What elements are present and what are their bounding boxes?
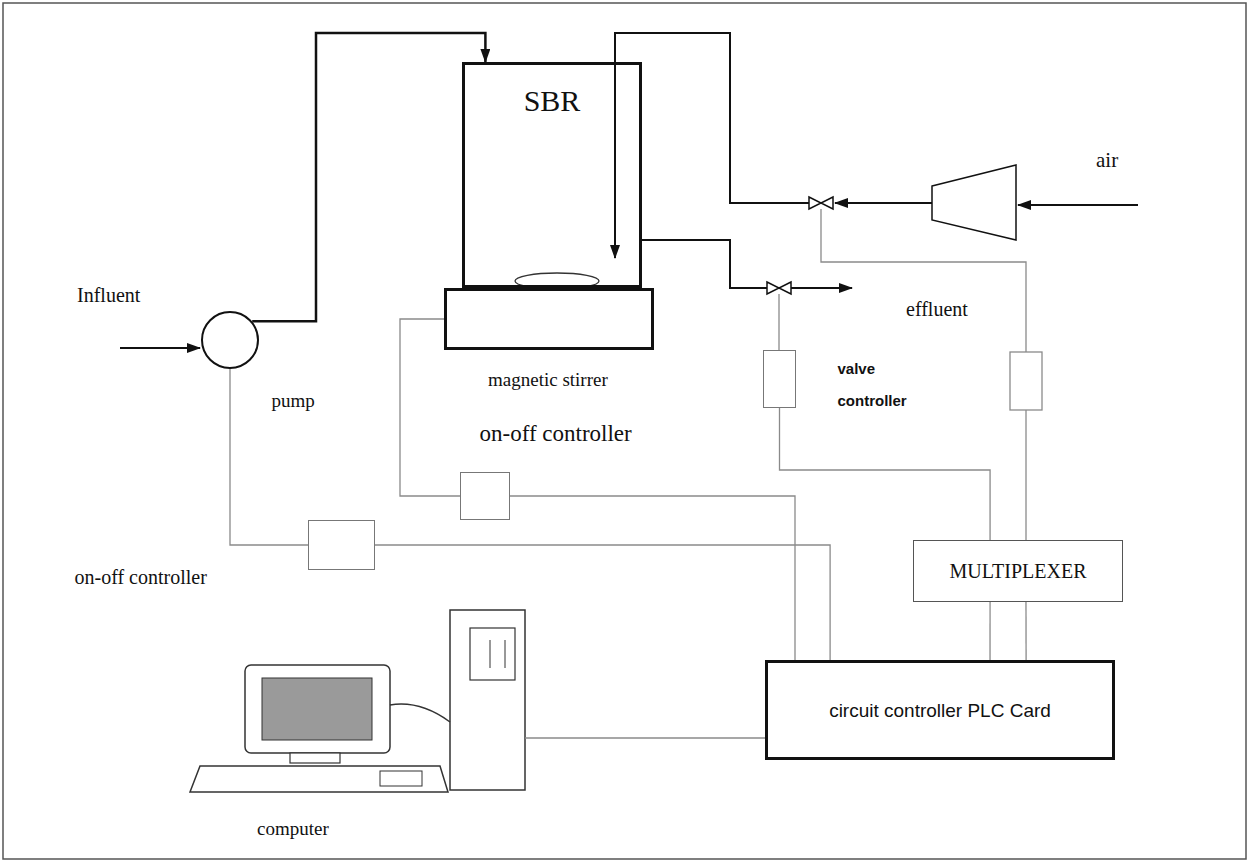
valve-controller-box bbox=[1010, 352, 1042, 410]
valve-symbol bbox=[767, 282, 791, 294]
screen bbox=[262, 678, 372, 740]
controller-box: on-off controller bbox=[308, 520, 375, 570]
device-label: computer bbox=[257, 818, 329, 840]
drive-slot bbox=[490, 640, 491, 668]
monitor-cable bbox=[390, 704, 450, 722]
signal-wire bbox=[780, 408, 991, 540]
air-inlet bbox=[1018, 204, 1138, 206]
pump-symbol: pump bbox=[201, 311, 259, 369]
drive-bay bbox=[470, 628, 515, 680]
signal-wire bbox=[821, 209, 1026, 352]
computer-tower bbox=[450, 610, 525, 790]
air-pipe bbox=[835, 202, 932, 204]
monitor bbox=[245, 665, 390, 753]
valve-controller-box: valve controller bbox=[763, 350, 796, 408]
node-label: SBR bbox=[465, 83, 639, 119]
stirrer-base: magnetic stirrer bbox=[444, 288, 654, 350]
multiplexer-box: MULTIPLEXER bbox=[913, 540, 1123, 602]
node-label: on-off controller bbox=[75, 565, 207, 589]
flow-label: effluent bbox=[906, 298, 968, 321]
air-pipe bbox=[615, 33, 809, 258]
feed-pipe bbox=[252, 33, 485, 321]
reactor-tank: SBR bbox=[462, 62, 642, 288]
keypad bbox=[380, 771, 422, 786]
signal-wire bbox=[778, 294, 779, 350]
figure-frame bbox=[3, 3, 1246, 859]
signal-wire bbox=[510, 496, 795, 660]
node-label: on-off controller bbox=[480, 420, 632, 448]
signal-wire bbox=[1025, 410, 1026, 540]
node-label: magnetic stirrer bbox=[488, 368, 608, 391]
monitor-stand bbox=[290, 753, 340, 763]
node-label: valve controller bbox=[838, 353, 933, 417]
plc-card: circuit controller PLC Card bbox=[765, 660, 1115, 760]
node-label: circuit controller PLC Card bbox=[768, 699, 1112, 722]
signal-wire bbox=[375, 545, 830, 660]
influent-pipe bbox=[120, 347, 200, 349]
signal-wire bbox=[400, 319, 460, 496]
signal-wire bbox=[989, 602, 990, 660]
node-label: MULTIPLEXER bbox=[914, 559, 1122, 583]
node-label: pump bbox=[272, 389, 315, 412]
drive-slot bbox=[505, 640, 506, 668]
flow-label: air bbox=[1096, 148, 1118, 173]
signal-wire bbox=[525, 737, 765, 738]
flow-label: Influent bbox=[77, 284, 140, 307]
keyboard bbox=[190, 766, 448, 792]
valve-symbol bbox=[809, 197, 833, 209]
compressor-symbol bbox=[932, 165, 1016, 240]
signal-wire bbox=[1025, 602, 1026, 660]
controller-box: on-off controller bbox=[460, 472, 510, 520]
computer-illustration bbox=[190, 610, 525, 792]
